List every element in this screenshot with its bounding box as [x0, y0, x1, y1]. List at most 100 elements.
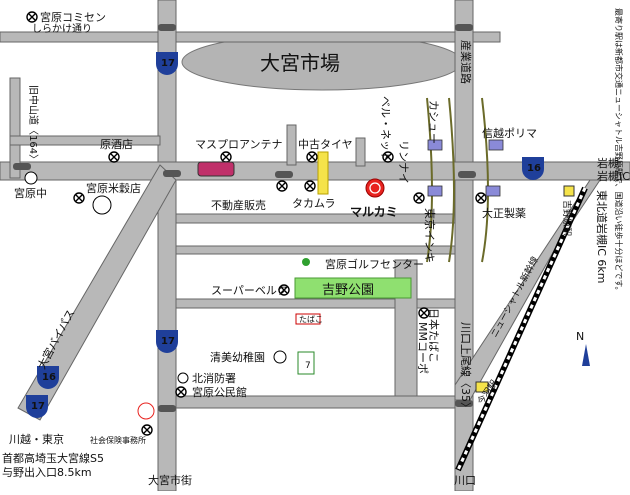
street-7 [355, 137, 366, 167]
signal-icon [458, 171, 476, 178]
poi-tokyo-inki-icon [413, 192, 425, 204]
signal-icon [158, 405, 176, 412]
route-shields [26, 52, 544, 418]
poi-rice-icon [73, 192, 85, 204]
poi-taisho-icon [475, 192, 487, 204]
super-label: スーパーベルク [211, 284, 288, 297]
kominkan-label: 宮原公民館 [192, 385, 247, 399]
school-icon [24, 171, 38, 185]
factory-icon [427, 185, 443, 197]
poi-takamura-icon [304, 180, 316, 192]
takamura-label: タカムラ [292, 197, 335, 210]
route-16-shield-left [37, 366, 59, 389]
golf-label: 宮原ゴルフセンター [325, 257, 424, 271]
taisho-label: 大正製薬 [482, 206, 526, 220]
signal-icon [455, 400, 473, 407]
market-label: 大宮市場 [260, 51, 340, 75]
street-1 [175, 213, 456, 224]
signal-icon [275, 171, 293, 178]
iwatsuki-label-1: 岩槻 [597, 156, 619, 170]
shuto-label-1: 首都高埼玉大宮線S5 [2, 451, 104, 465]
tabako-label: たばこ [299, 315, 323, 324]
poi-community-icon [26, 11, 38, 23]
iwatsuki-label-2: 岩槻IC [597, 169, 630, 183]
post-office-icon [92, 195, 112, 215]
route-17-top-label: 17 [161, 58, 175, 69]
yoshino-station-label: 吉野原駅 [561, 200, 572, 236]
kawaguchi-label: 川口 [454, 474, 476, 487]
rinnai-label: リンナイ [397, 140, 410, 184]
kiyomi-label: 清美幼稚園 [210, 351, 265, 364]
kashu-label: カシュー [427, 100, 440, 144]
poi-harazaki-icon [108, 151, 120, 163]
route-16-shield-right [522, 157, 544, 180]
signal-icon [13, 163, 31, 170]
yoshino-station-icon [563, 185, 575, 197]
imahane-station-icon [475, 381, 489, 393]
miyahara-jhs-label: 宮原中 [14, 186, 47, 200]
marukami-marker-ring [369, 182, 381, 194]
kindergarten-icon [273, 350, 287, 364]
old-nakasendo-label: 旧中山道〈164〉 [27, 85, 40, 164]
west-street [9, 135, 161, 146]
omiya-label: 大宮市街 [148, 473, 192, 487]
poi-social-icon [141, 424, 153, 436]
poi-tire-icon [306, 151, 318, 163]
route-17-shield-mid [156, 330, 178, 353]
sangyo-label: 産業道路 [459, 40, 473, 84]
street-5 [175, 395, 456, 409]
poi-super-icon [278, 284, 290, 296]
poi-masspro-icon [220, 151, 232, 163]
traffic-signals [13, 24, 476, 412]
poi-nihon-tabako-icon [418, 307, 430, 319]
north-arrow-icon [582, 344, 590, 366]
signal-icon [158, 24, 176, 31]
fudosan-label: 不動産販売 [211, 198, 266, 212]
park-area [294, 277, 412, 299]
factory-icon [427, 139, 443, 151]
factories [427, 139, 504, 197]
street-6 [286, 124, 297, 166]
bell-net-label: ベル・ネット [379, 96, 392, 162]
poi-markers [26, 11, 487, 436]
street-3 [175, 298, 456, 309]
bus-icon [197, 161, 235, 177]
shinkansen [455, 186, 588, 472]
factory-icon [488, 139, 504, 151]
seven-eleven-icon [297, 351, 315, 375]
social-insurance-icon [137, 402, 155, 420]
poi-kominkan-icon [175, 386, 187, 398]
route-17-shield-top [156, 52, 178, 75]
factory-icon [485, 185, 501, 197]
used-tire-label: 中古タイヤ [298, 138, 353, 151]
social-insurance-label: 社会保険事務所 [90, 435, 146, 445]
shinetsu-label: 信越ポリマ [482, 126, 537, 140]
mm-copo-label: MMコーポ [416, 322, 429, 374]
yellow-marker [317, 151, 329, 195]
poi-fudosan-icon [276, 180, 288, 192]
rice-shop-label: 宮原米穀店 [86, 181, 141, 195]
marukami-marker-icon [365, 178, 385, 198]
route-17-shield-left [26, 395, 48, 418]
shirakake-road [0, 31, 501, 43]
tohoku-label: 東北道岩槻IC 6km [595, 190, 609, 284]
masspro-label: マスプロアンテナ [195, 138, 283, 151]
route-16-left-label: 16 [42, 372, 56, 383]
route-16-right-label: 16 [527, 163, 541, 174]
southeast-road [454, 179, 601, 401]
community-label: 宮原コミセン [40, 10, 106, 24]
access-note: 最寄り駅は新都市交通ニューシャトル吉野原駅で、国道沿い徒歩十分ほどです。 [614, 8, 624, 295]
tabako-sign [295, 313, 321, 325]
signal-icon [163, 170, 181, 177]
fire-station-icon [177, 372, 189, 384]
fire-station-label: 北消防署 [192, 371, 236, 385]
nihon-tabako-label: 日本たばこ [427, 308, 441, 363]
route-17-left-label: 17 [31, 401, 45, 412]
golf-icon [302, 258, 310, 266]
shuto-label-2: 与野出入口8.5km [2, 465, 92, 479]
signal-icon [455, 24, 473, 31]
park-label: 吉野公園 [322, 283, 374, 298]
north-label: N [576, 330, 584, 343]
